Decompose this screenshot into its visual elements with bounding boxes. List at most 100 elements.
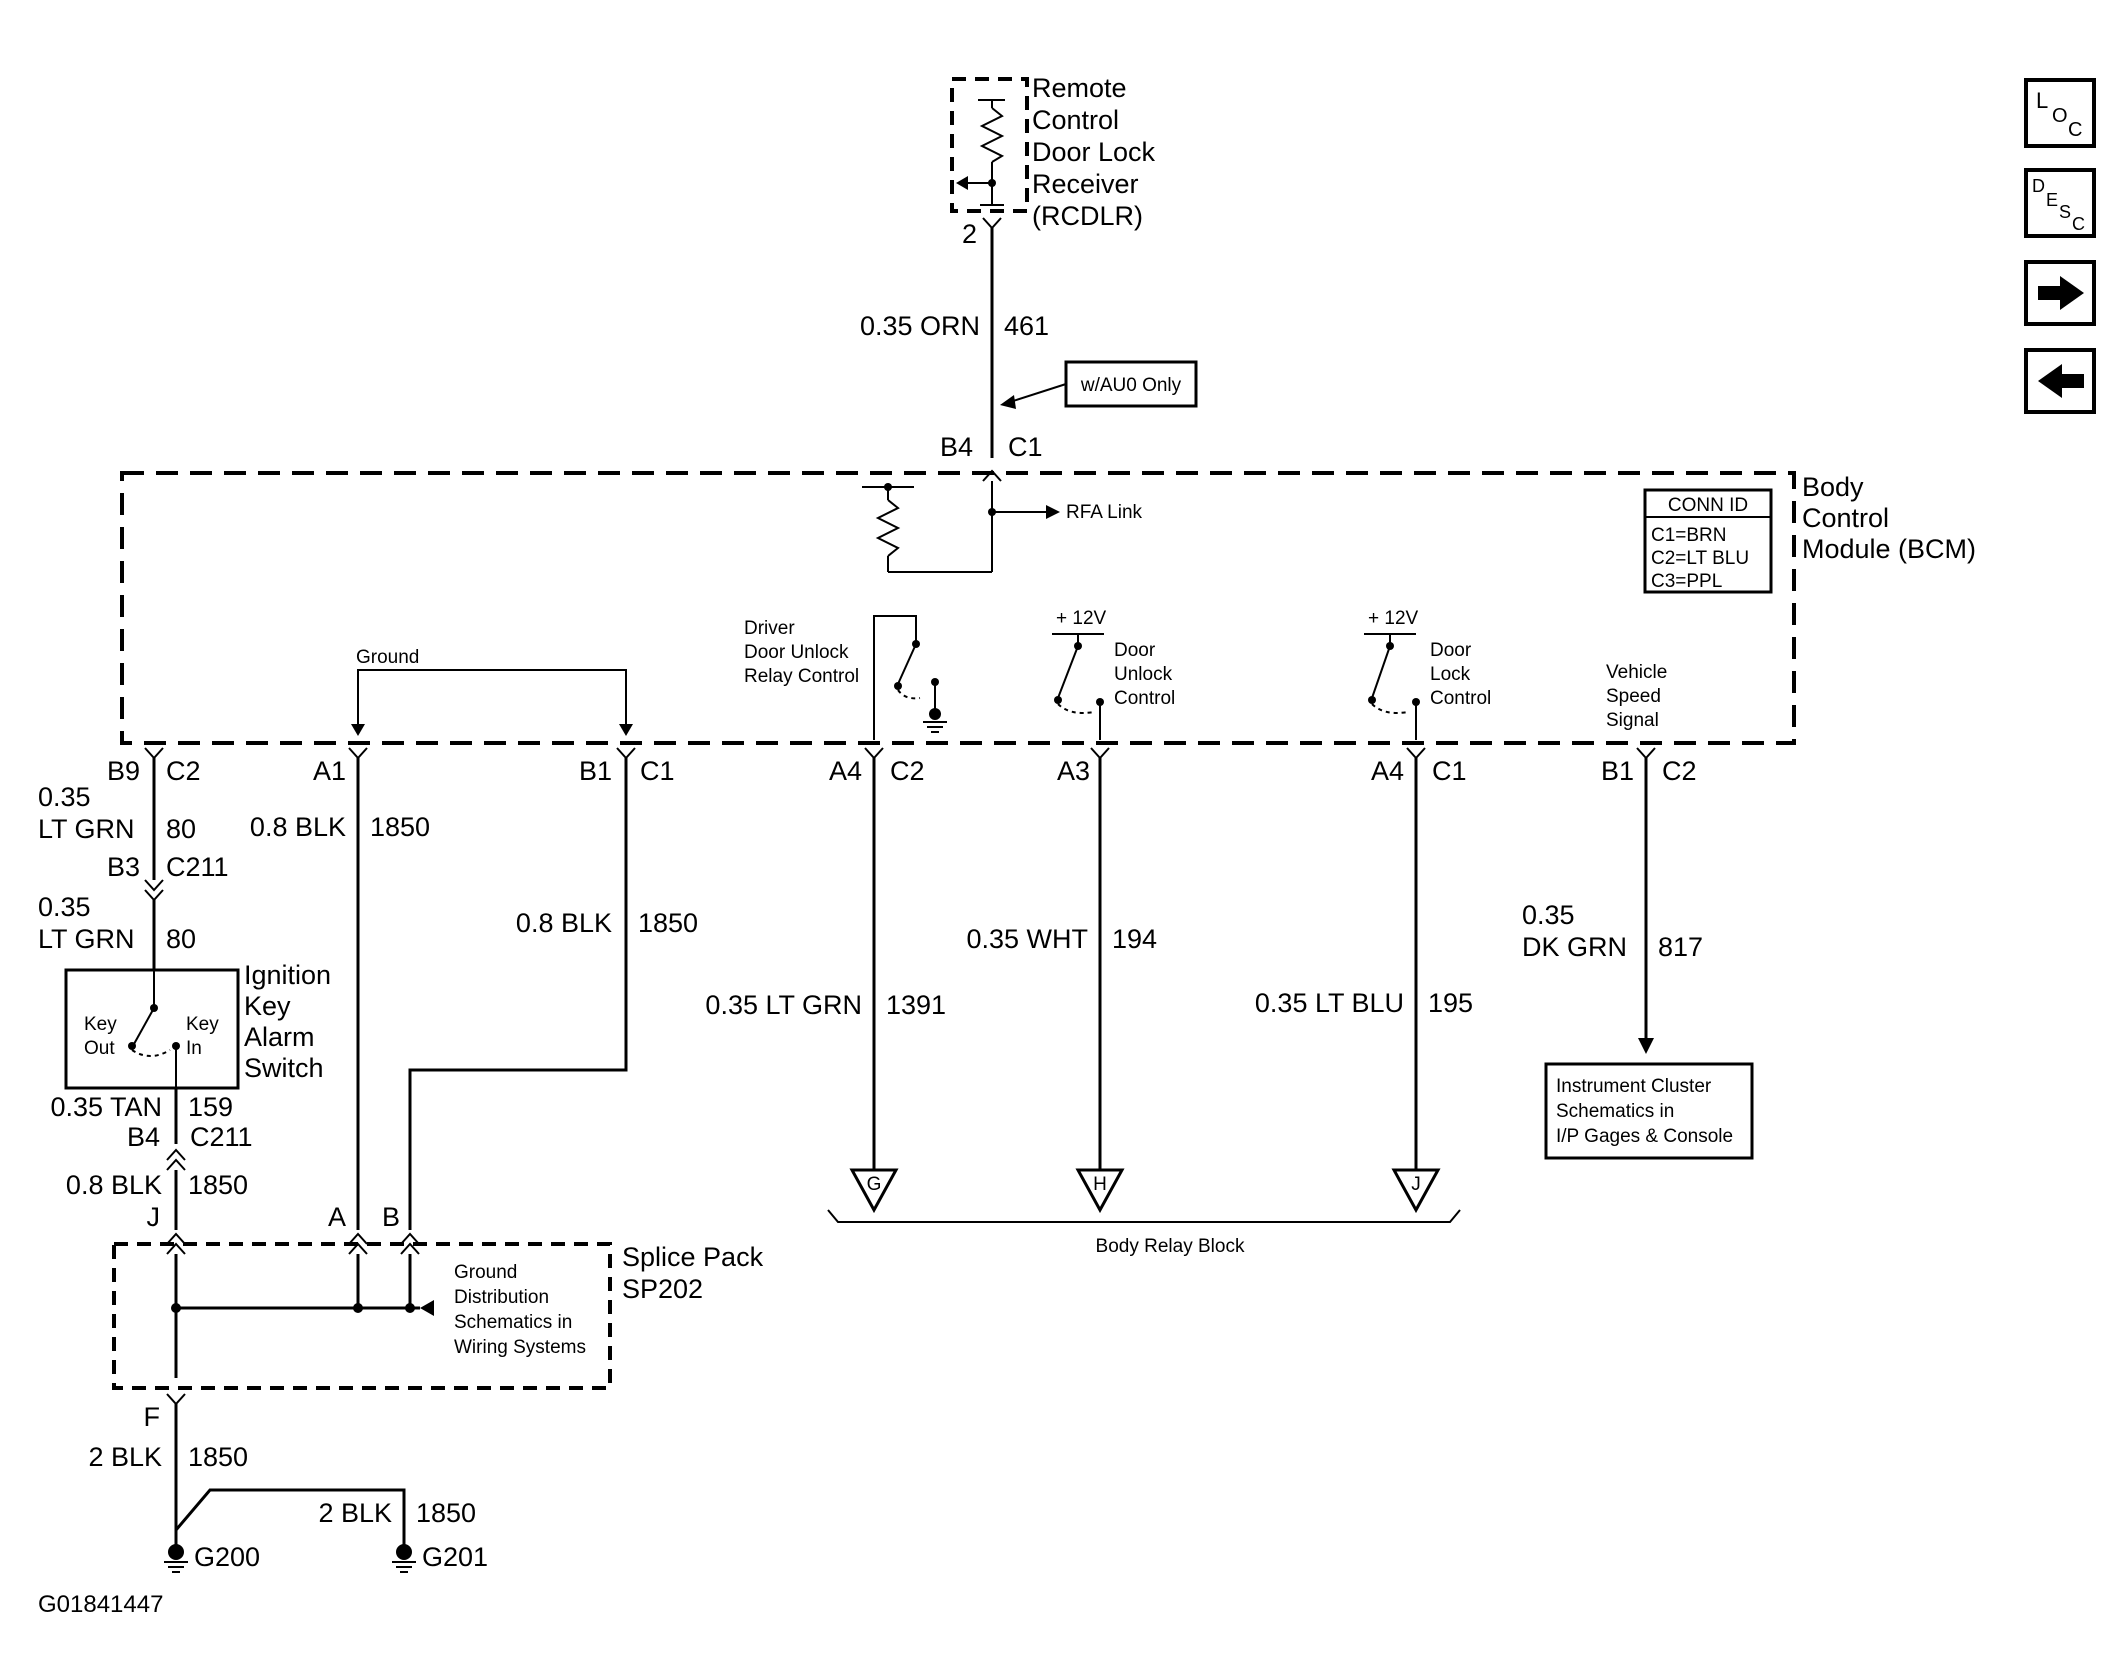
loc-c: C — [2068, 119, 2082, 141]
w194-color: 0.35 WHT — [966, 924, 1088, 954]
door-unlock-1: Door — [1114, 640, 1156, 661]
ground-g201: G201 — [422, 1542, 488, 1572]
key-in-2: In — [186, 1038, 202, 1059]
loc-button[interactable]: L O C — [2024, 78, 2096, 148]
relay-block-circuits: 0.35 LT GRN 1391 0.35 WHT 194 0.35 LT BL… — [705, 758, 1473, 1257]
door-unlock-switch: + 12V Door Unlock Control — [1052, 608, 1175, 740]
splice-pin-f: F — [144, 1402, 161, 1432]
c211-pin-top: B3 — [107, 852, 140, 882]
pin-b1: B1 — [579, 756, 612, 786]
door-unlock-2: Unlock — [1114, 664, 1173, 685]
w817-color: DK GRN — [1522, 932, 1627, 962]
w817-gauge: 0.35 — [1522, 900, 1575, 930]
pin-b9-conn: C2 — [166, 756, 201, 786]
rcdlr-name-1: Remote — [1032, 73, 1127, 103]
rcdlr-connector — [982, 217, 1002, 230]
door-lock-2: Lock — [1430, 664, 1471, 685]
rcdlr-name-4: Receiver — [1032, 169, 1139, 199]
bcm-outline — [120, 471, 1796, 745]
w159-color: 0.35 TAN — [50, 1092, 162, 1122]
instrument-ref-1: Instrument Cluster — [1556, 1076, 1712, 1097]
splice-pin-a: A — [328, 1202, 346, 1232]
loc-o: O — [2052, 105, 2068, 127]
w1850b-circuit: 1850 — [638, 908, 698, 938]
w1850a-color: 0.8 BLK — [250, 812, 346, 842]
pin-a3: A3 — [1057, 756, 1090, 786]
v12-a: + 12V — [1056, 608, 1107, 629]
splice-ref-2: Distribution — [454, 1287, 549, 1308]
conn-id-c1: C1=BRN — [1651, 525, 1727, 546]
ignition-name-4: Switch — [244, 1053, 324, 1083]
bcm-name-1: Body — [1802, 472, 1864, 502]
pin-a4-c2-conn: C2 — [890, 756, 925, 786]
rcdlr-name-3: Door Lock — [1032, 137, 1156, 167]
vss-circuit: 0.35 DK GRN 817 Instrument Cluster Schem… — [1522, 758, 1754, 1160]
w80b-gauge: 0.35 — [38, 892, 91, 922]
bcm-top-pin: B4 — [940, 432, 973, 462]
splice-pin-j: J — [147, 1202, 161, 1232]
relay-terminal-g: G — [849, 1168, 899, 1214]
splice-ref-4: Wiring Systems — [454, 1337, 586, 1358]
w1850e-color: 2 BLK — [318, 1498, 392, 1528]
wire-461-circuit: 461 — [1004, 311, 1049, 341]
rcdlr-outline — [950, 77, 1029, 213]
door-lock-3: Control — [1430, 688, 1491, 709]
w1850e-circuit: 1850 — [416, 1498, 476, 1528]
driver-unlock-relay-switch: Driver Door Unlock Relay Control — [744, 615, 947, 740]
rcdlr-resistor — [956, 99, 1005, 206]
ground-g201-symbol — [392, 1544, 416, 1573]
v12-b: + 12V — [1368, 608, 1419, 629]
conn-id-box: CONN ID C1=BRN C2=LT BLU C3=PPL — [1643, 488, 1773, 594]
splice-name-1: Splice Pack — [622, 1242, 764, 1272]
splice-pin-b: B — [382, 1202, 400, 1232]
ground-g200: G200 — [194, 1542, 260, 1572]
driver-relay-2: Door Unlock — [744, 642, 849, 663]
arrow-left-icon — [2038, 364, 2084, 398]
c211-pin-bot: B4 — [127, 1122, 160, 1152]
w80-gauge: 0.35 — [38, 782, 91, 812]
door-lock-switch: + 12V Door Lock Control — [1364, 608, 1491, 740]
key-in-1: Key — [186, 1014, 219, 1035]
pin-a4-c2: A4 — [829, 756, 862, 786]
circuit-80-branch: 0.35 LT GRN 80 B3 C211 0.35 LT GRN 80 Ke… — [38, 758, 331, 1232]
splice-name-2: SP202 — [622, 1274, 703, 1304]
rcdlr-name-2: Control — [1032, 105, 1119, 135]
w159-circuit: 159 — [188, 1092, 233, 1122]
vss-1: Vehicle — [1606, 662, 1667, 683]
au0-note-box — [1064, 360, 1198, 408]
pin-b1-c2-conn: C2 — [1662, 756, 1697, 786]
ignition-name-2: Key — [244, 991, 291, 1021]
w1850d-color: 2 BLK — [88, 1442, 162, 1472]
driver-relay-3: Relay Control — [744, 666, 859, 687]
splice-outline — [112, 1242, 612, 1390]
ignition-key-alarm-switch: Key Out Key In — [64, 968, 240, 1090]
w194-circuit: 194 — [1112, 924, 1157, 954]
key-out-2: Out — [84, 1038, 115, 1059]
next-button[interactable] — [2024, 260, 2096, 326]
c211-top: C211 — [166, 852, 229, 882]
au0-note: w/AU0 Only — [1080, 375, 1182, 396]
relay-terminal-h: H — [1075, 1168, 1125, 1214]
w80b-circuit: 80 — [166, 924, 196, 954]
bcm-pullup-resistor — [862, 481, 1060, 573]
prev-button[interactable] — [2024, 348, 2096, 414]
w195-circuit: 195 — [1428, 988, 1473, 1018]
driver-relay-1: Driver — [744, 618, 795, 639]
vss-2: Speed — [1606, 686, 1661, 707]
conn-id-title: CONN ID — [1668, 495, 1748, 516]
bcm-ground-label: Ground — [356, 647, 419, 668]
desc-d: D — [2032, 176, 2045, 196]
bcm: Body Control Module (BCM) B4 C1 RFA Link… — [120, 432, 1976, 745]
relay-terminal-h-label: H — [1093, 1174, 1107, 1195]
desc-button[interactable]: D E S C — [2024, 168, 2096, 238]
w1391-circuit: 1391 — [886, 990, 946, 1020]
bcm-internal-ground: Ground — [351, 647, 633, 736]
relay-block-bracket — [827, 1209, 1461, 1223]
conn-id-c2: C2=LT BLU — [1651, 548, 1749, 569]
ignition-name-1: Ignition — [244, 960, 331, 990]
wire-461-color: 0.35 ORN — [860, 311, 980, 341]
pin-a4-c1-conn: C1 — [1432, 756, 1467, 786]
figure-id: G01841447 — [38, 1591, 163, 1618]
w1391-color: 0.35 LT GRN — [705, 990, 862, 1020]
